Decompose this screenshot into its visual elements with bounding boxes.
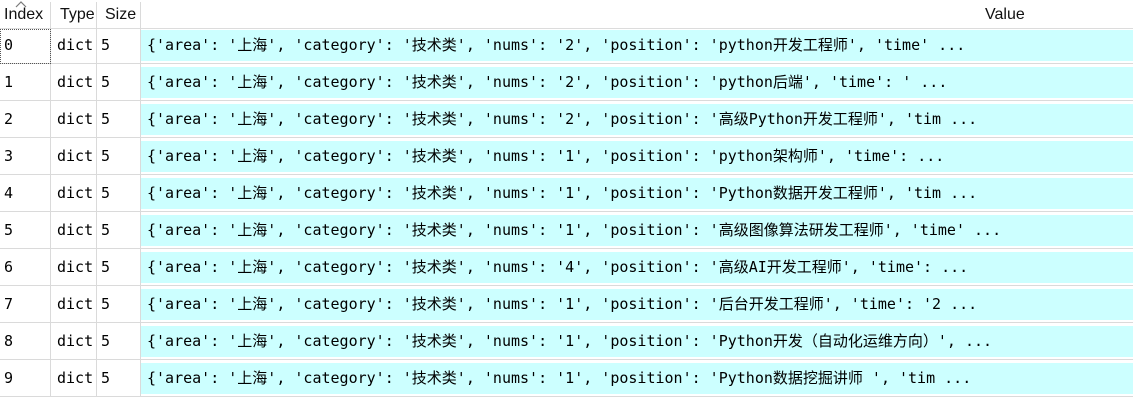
cell-index[interactable]: 3 xyxy=(4,147,14,165)
cell-size[interactable]: 5 xyxy=(101,110,111,128)
row-divider xyxy=(0,396,1133,397)
cell-type[interactable]: dict xyxy=(57,332,94,350)
table-row: 6 dict 5 {'area': '上海', 'category': '技术类… xyxy=(0,251,1133,288)
cell-value[interactable]: {'area': '上海', 'category': '技术类', 'nums'… xyxy=(141,141,1133,172)
cell-index[interactable]: 7 xyxy=(4,295,14,313)
cell-index[interactable]: 4 xyxy=(4,184,14,202)
cell-value[interactable]: {'area': '上海', 'category': '技术类', 'nums'… xyxy=(141,363,1133,394)
cell-value[interactable]: {'area': '上海', 'category': '技术类', 'nums'… xyxy=(141,326,1133,357)
table-row: 1 dict 5 {'area': '上海', 'category': '技术类… xyxy=(0,66,1133,103)
row-divider xyxy=(0,137,1133,138)
grid-line-vertical xyxy=(140,2,141,397)
cell-index[interactable]: 9 xyxy=(4,369,14,387)
cell-type[interactable]: dict xyxy=(57,369,94,387)
cell-size[interactable]: 5 xyxy=(101,36,111,54)
cell-size[interactable]: 5 xyxy=(101,184,111,202)
cell-type[interactable]: dict xyxy=(57,147,94,165)
table-row: 8 dict 5 {'area': '上海', 'category': '技术类… xyxy=(0,325,1133,362)
cell-size[interactable]: 5 xyxy=(101,73,111,91)
cell-index[interactable]: 6 xyxy=(4,258,14,276)
table-row: 9 dict 5 {'area': '上海', 'category': '技术类… xyxy=(0,362,1133,399)
cell-size[interactable]: 5 xyxy=(101,221,111,239)
table-row: 3 dict 5 {'area': '上海', 'category': '技术类… xyxy=(0,140,1133,177)
cell-index[interactable]: 2 xyxy=(4,110,14,128)
cell-type[interactable]: dict xyxy=(57,221,94,239)
cell-size[interactable]: 5 xyxy=(101,332,111,350)
header-divider xyxy=(0,28,1133,29)
cell-index[interactable]: 0 xyxy=(4,36,14,54)
sort-ascending-chevron-up-icon xyxy=(15,1,27,8)
cell-value[interactable]: {'area': '上海', 'category': '技术类', 'nums'… xyxy=(141,67,1133,98)
cell-value[interactable]: {'area': '上海', 'category': '技术类', 'nums'… xyxy=(141,252,1133,283)
grid-line-vertical xyxy=(50,2,51,397)
cell-type[interactable]: dict xyxy=(57,73,94,91)
cell-size[interactable]: 5 xyxy=(101,369,111,387)
row-divider xyxy=(0,248,1133,249)
cell-type[interactable]: dict xyxy=(57,110,94,128)
table-row: 4 dict 5 {'area': '上海', 'category': '技术类… xyxy=(0,177,1133,214)
table-row: 7 dict 5 {'area': '上海', 'category': '技术类… xyxy=(0,288,1133,325)
cell-size[interactable]: 5 xyxy=(101,258,111,276)
row-divider xyxy=(0,285,1133,286)
column-header-value[interactable]: Value xyxy=(985,6,1025,23)
cell-value[interactable]: {'area': '上海', 'category': '技术类', 'nums'… xyxy=(141,289,1133,320)
cell-type[interactable]: dict xyxy=(57,36,94,54)
row-divider xyxy=(0,359,1133,360)
cell-index[interactable]: 5 xyxy=(4,221,14,239)
table-row: 5 dict 5 {'area': '上海', 'category': '技术类… xyxy=(0,214,1133,251)
cell-value[interactable]: {'area': '上海', 'category': '技术类', 'nums'… xyxy=(141,215,1133,246)
cell-value[interactable]: {'area': '上海', 'category': '技术类', 'nums'… xyxy=(141,104,1133,135)
table-row: 0 dict 5 {'area': '上海', 'category': '技术类… xyxy=(0,29,1133,66)
cell-size[interactable]: 5 xyxy=(101,295,111,313)
cell-size[interactable]: 5 xyxy=(101,147,111,165)
cell-type[interactable]: dict xyxy=(57,295,94,313)
row-divider xyxy=(0,63,1133,64)
column-header-index[interactable]: Index xyxy=(4,6,44,23)
row-divider xyxy=(0,211,1133,212)
column-header-type[interactable]: Type xyxy=(60,6,95,23)
cell-index[interactable]: 1 xyxy=(4,73,14,91)
cell-value[interactable]: {'area': '上海', 'category': '技术类', 'nums'… xyxy=(141,178,1133,209)
cell-value[interactable]: {'area': '上海', 'category': '技术类', 'nums'… xyxy=(141,30,1133,61)
row-divider xyxy=(0,100,1133,101)
row-divider xyxy=(0,322,1133,323)
row-divider xyxy=(0,174,1133,175)
cell-type[interactable]: dict xyxy=(57,258,94,276)
cell-index[interactable]: 8 xyxy=(4,332,14,350)
cell-type[interactable]: dict xyxy=(57,184,94,202)
table-row: 2 dict 5 {'area': '上海', 'category': '技术类… xyxy=(0,103,1133,140)
grid-line-vertical xyxy=(96,2,97,397)
column-header-size[interactable]: Size xyxy=(105,6,137,23)
